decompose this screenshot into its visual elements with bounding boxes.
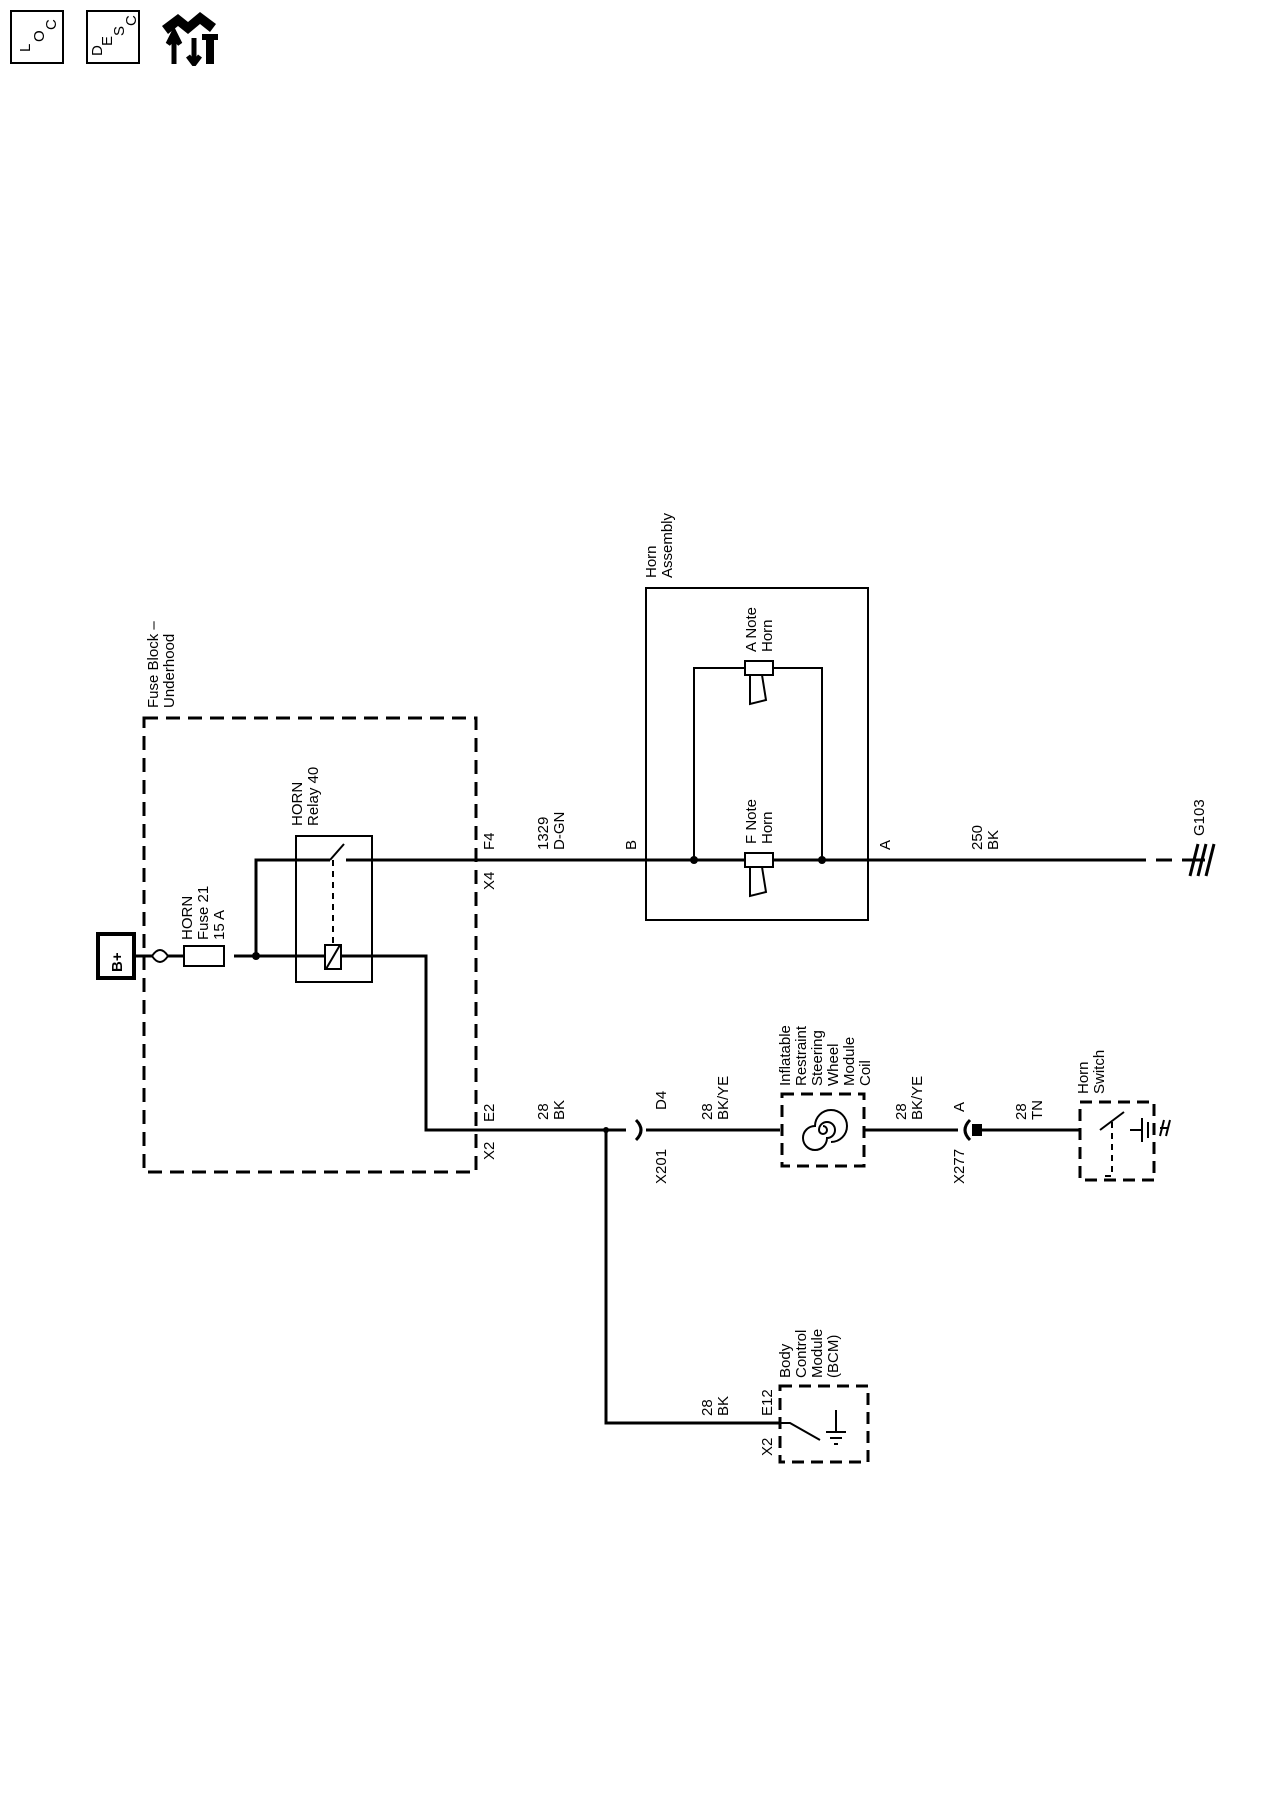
coil-label-6: Coil	[857, 1060, 874, 1086]
bcm-label-2: Control	[793, 1330, 810, 1378]
fuse-block-label-1: Fuse Block –	[145, 621, 162, 708]
loc-letter-l: L	[17, 44, 34, 52]
ground-label: G103	[1191, 799, 1208, 836]
pin-horn-b: B	[623, 840, 640, 850]
horn-switch-label-1: Horn	[1075, 1061, 1092, 1094]
f-note-horn-label-2: Horn	[759, 811, 776, 844]
battery-box	[96, 932, 136, 980]
relay-label-2: Relay 40	[305, 767, 322, 826]
fuse-label-2: Fuse 21	[195, 886, 212, 940]
pin-x2-fuse-block: X2	[481, 1142, 498, 1160]
pin-d4: D4	[653, 1091, 670, 1110]
a-note-horn-label-2: Horn	[759, 619, 776, 652]
fuse-label-3: 15 A	[211, 910, 228, 940]
fuse-21-body	[183, 945, 225, 967]
clockspring-coil-outline	[780, 1092, 866, 1168]
connector-x277-symbol	[963, 1118, 972, 1142]
coil-label-1: Inflatable	[777, 1025, 794, 1086]
pin-e2: E2	[481, 1104, 498, 1122]
coil-label-3: Steering	[809, 1030, 826, 1086]
bcm-label-4: (BCM)	[825, 1335, 842, 1378]
pin-x2-bcm: X2	[759, 1438, 776, 1456]
splice-horn-right	[818, 856, 826, 864]
wire-250-color: BK	[985, 830, 1002, 850]
f-note-horn-label-1: F Note	[743, 799, 760, 844]
desc-letter-d: D	[89, 45, 106, 56]
wire-28-bkye-1-color: BK/YE	[715, 1076, 732, 1120]
coil-label-2: Restraint	[793, 1025, 810, 1086]
coil-label-4: Wheel	[825, 1043, 842, 1086]
wire-1329-color: D-GN	[551, 812, 568, 850]
wire-250-number: 250	[969, 825, 986, 850]
loc-letter-o: O	[31, 30, 48, 42]
fuse-label-1: HORN	[179, 896, 196, 940]
splice-horn-left	[690, 856, 698, 864]
desc-button-icon[interactable]: D E S C	[84, 8, 142, 66]
desc-letter-s: S	[111, 26, 128, 36]
harness-routing-icon[interactable]	[156, 8, 226, 66]
horn-assembly-label-2: Assembly	[659, 512, 676, 578]
ground-g103-symbol	[1188, 843, 1216, 877]
wire-28-bk-color: BK	[551, 1100, 568, 1120]
coil-label-5: Module	[841, 1037, 858, 1086]
wire-28-bk-bcm-number: 28	[699, 1399, 716, 1416]
pin-horn-a: A	[877, 840, 894, 850]
splice-fuse-relay	[252, 952, 260, 960]
wire-splice-to-bcm	[604, 1130, 780, 1425]
wire-28-bkye-1-number: 28	[699, 1103, 716, 1120]
horn-switch-label-2: Switch	[1091, 1050, 1108, 1094]
pin-x4: X4	[481, 872, 498, 890]
battery-label: B+	[109, 952, 126, 972]
relay-switch-contact	[329, 843, 345, 861]
f-note-horn-symbol	[744, 852, 774, 868]
pin-e12: E12	[759, 1389, 776, 1416]
wire-28-bkye-2-color: BK/YE	[909, 1076, 926, 1120]
wire-1329-number: 1329	[535, 817, 552, 850]
horn-assembly-outline	[645, 587, 869, 921]
wire-28-tn-number: 28	[1013, 1103, 1030, 1120]
wire-28-tn-color: TN	[1029, 1100, 1046, 1120]
horn-assembly-label-1: Horn	[643, 545, 660, 578]
relay-outline	[295, 835, 373, 983]
fuse-block-label-2: Underhood	[161, 634, 178, 708]
fuse-block-outline	[142, 716, 478, 1174]
loc-button-icon[interactable]: L O C	[8, 8, 66, 66]
bcm-label-3: Module	[809, 1329, 826, 1378]
wire-28-bkye-2-number: 28	[893, 1103, 910, 1120]
relay-label-1: HORN	[289, 782, 306, 826]
clockspring-spiral	[802, 1109, 848, 1151]
wire-relay-feed	[254, 858, 330, 956]
splice-x201-bcm	[603, 1127, 609, 1133]
a-note-horn-label-1: A Note	[743, 607, 760, 652]
connector-x277: X277	[951, 1149, 968, 1184]
bcm-label-1: Body	[777, 1343, 794, 1378]
pin-switch-a: A	[951, 1102, 968, 1112]
connector-x201: X201	[653, 1149, 670, 1184]
loc-letter-c: C	[43, 19, 60, 30]
desc-letter-c: C	[123, 15, 140, 26]
wire-28-bk-bcm-color: BK	[715, 1396, 732, 1416]
desc-letter-e: E	[99, 36, 116, 46]
wire-28-bk-number: 28	[535, 1103, 552, 1120]
a-note-horn-symbol	[744, 660, 774, 676]
pin-f4: F4	[481, 832, 498, 850]
connector-x201-symbol	[634, 1118, 643, 1142]
wire-relay-coil-out	[348, 954, 626, 1132]
